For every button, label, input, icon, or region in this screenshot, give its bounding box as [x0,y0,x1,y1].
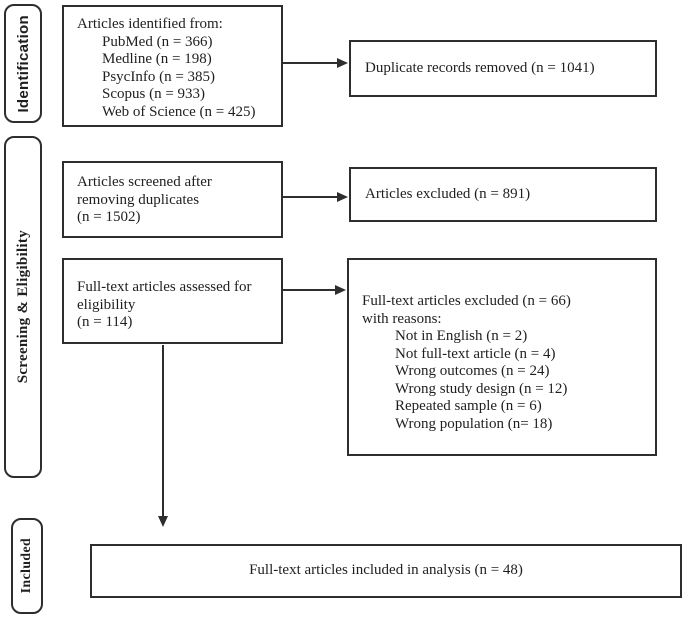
fulltext-excluded-subtitle: with reasons: [362,310,442,327]
fulltext-assessed-line-2: eligibility [77,296,136,313]
box-included-analysis: Full-text articles included in analysis … [90,544,682,598]
exclusion-reason-wrong-population: Wrong population (n= 18) [395,415,553,432]
identified-source-webofscience: Web of Science (n = 425) [102,103,256,120]
box-fulltext-excluded: Full-text articles excluded (n = 66) wit… [347,258,657,456]
box-articles-excluded: Articles excluded (n = 891) [349,167,657,222]
included-analysis-text: Full-text articles included in analysis … [249,562,523,579]
fulltext-excluded-title: Full-text articles excluded (n = 66) [362,293,571,309]
fulltext-assessed-line-1: Full-text articles assessed for [77,279,252,295]
exclusion-reason-wrong-outcomes: Wrong outcomes (n = 24) [395,363,550,379]
stage-included-label: Included [19,538,34,594]
arrow-assessed-to-included [158,345,168,527]
exclusion-reason-wrong-study-design: Wrong study design (n = 12) [395,380,568,397]
box-fulltext-assessed: Full-text articles assessed for eligibil… [62,258,283,344]
arrow-assessed-to-fulltext-excluded [283,285,346,295]
box-articles-screened: Articles screened after removing duplica… [62,161,283,238]
box-articles-identified: Articles identified from: PubMed (n = 36… [62,5,283,127]
screened-line-1: Articles screened after [77,174,212,190]
exclusion-reason-repeated-sample: Repeated sample (n = 6) [395,398,542,414]
fulltext-assessed-line-3: (n = 114) [77,314,133,330]
stage-screening-eligibility: Screening & Eligibility [4,136,42,478]
screened-line-2: removing duplicates [77,191,200,208]
box-duplicates-removed: Duplicate records removed (n = 1041) [349,40,657,97]
stage-identification-label: Identification [14,14,32,113]
identified-source-medline: Medline (n = 198) [102,51,212,67]
arrow-screened-to-excluded [283,192,348,202]
identified-source-psycinfo: PsycInfo (n = 385) [102,68,216,85]
identified-source-scopus: Scopus (n = 933) [102,86,206,102]
screened-line-3: (n = 1502) [77,209,141,225]
identified-source-pubmed: PubMed (n = 366) [102,33,213,50]
arrow-identified-to-duplicates [283,58,348,68]
identified-title: Articles identified from: [77,16,223,32]
exclusion-reason-not-fulltext: Not full-text article (n = 4) [395,345,556,362]
articles-excluded-text: Articles excluded (n = 891) [365,185,531,202]
stage-screening-eligibility-label: Screening & Eligibility [14,230,31,384]
stage-included: Included [11,518,43,614]
exclusion-reason-not-english: Not in English (n = 2) [395,328,528,344]
stage-identification: Identification [4,4,42,123]
duplicates-removed-text: Duplicate records removed (n = 1041) [365,59,595,76]
